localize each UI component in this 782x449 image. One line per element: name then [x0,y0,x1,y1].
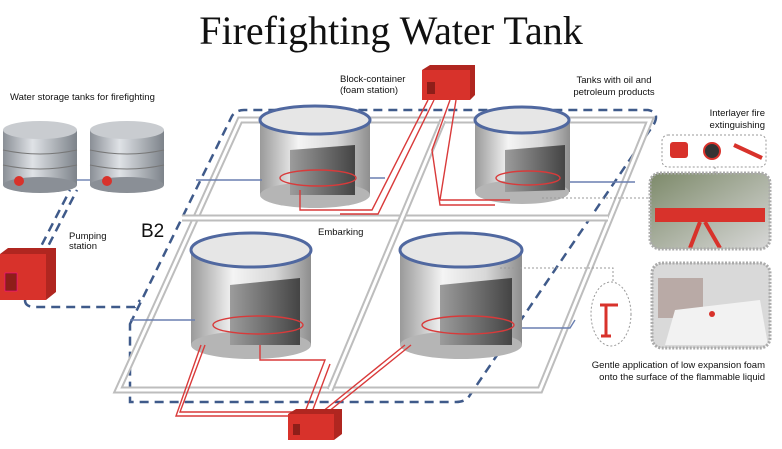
label-gentle-application-1: Gentle application of low expansion foam [592,360,765,371]
oil-tank-top-right [473,105,571,204]
foam-application-photo [650,261,772,350]
page-title: Firefighting Water Tank [199,8,583,53]
bottom-foam-container [288,409,342,440]
foam-nozzle-callout [590,281,632,347]
label-embarking: Embarking [318,227,363,238]
label-zone: B2 [141,221,164,242]
label-gentle-application-2: onto the surface of the flammable liquid [599,372,765,383]
foam-pipes [130,99,635,417]
pump-line [23,299,142,309]
label-oil-tanks-2: petroleum products [573,87,655,98]
foam-generator-icon [670,142,688,158]
callout-lines [500,167,716,282]
oil-tank-top-left [258,104,372,208]
label-interlayer-2: extinguishing [710,120,765,131]
interlayer-parts [661,134,767,168]
label-interlayer-1: Interlayer fire [710,108,765,119]
block-container-foam-station [422,65,475,100]
interlayer-photo [648,171,772,251]
nozzle-icon [733,143,763,160]
label-block-container-1: Block-container [340,74,405,85]
pump-line-2 [33,189,79,259]
oil-tank-bottom-right [398,231,524,359]
valve-icon [703,142,721,160]
label-pumping-station-2: station [69,241,97,252]
oil-tank-bottom-left [189,231,313,359]
label-pumping-station-1: Pumping [69,231,107,242]
label-block-container-2: (foam station) [340,85,398,96]
label-water-storage: Water storage tanks for firefighting [10,92,155,103]
pumping-station-container [0,248,56,300]
label-oil-tanks-1: Tanks with oil and [577,75,652,86]
water-storage-tanks [2,121,165,193]
zone-boundary [128,108,658,404]
